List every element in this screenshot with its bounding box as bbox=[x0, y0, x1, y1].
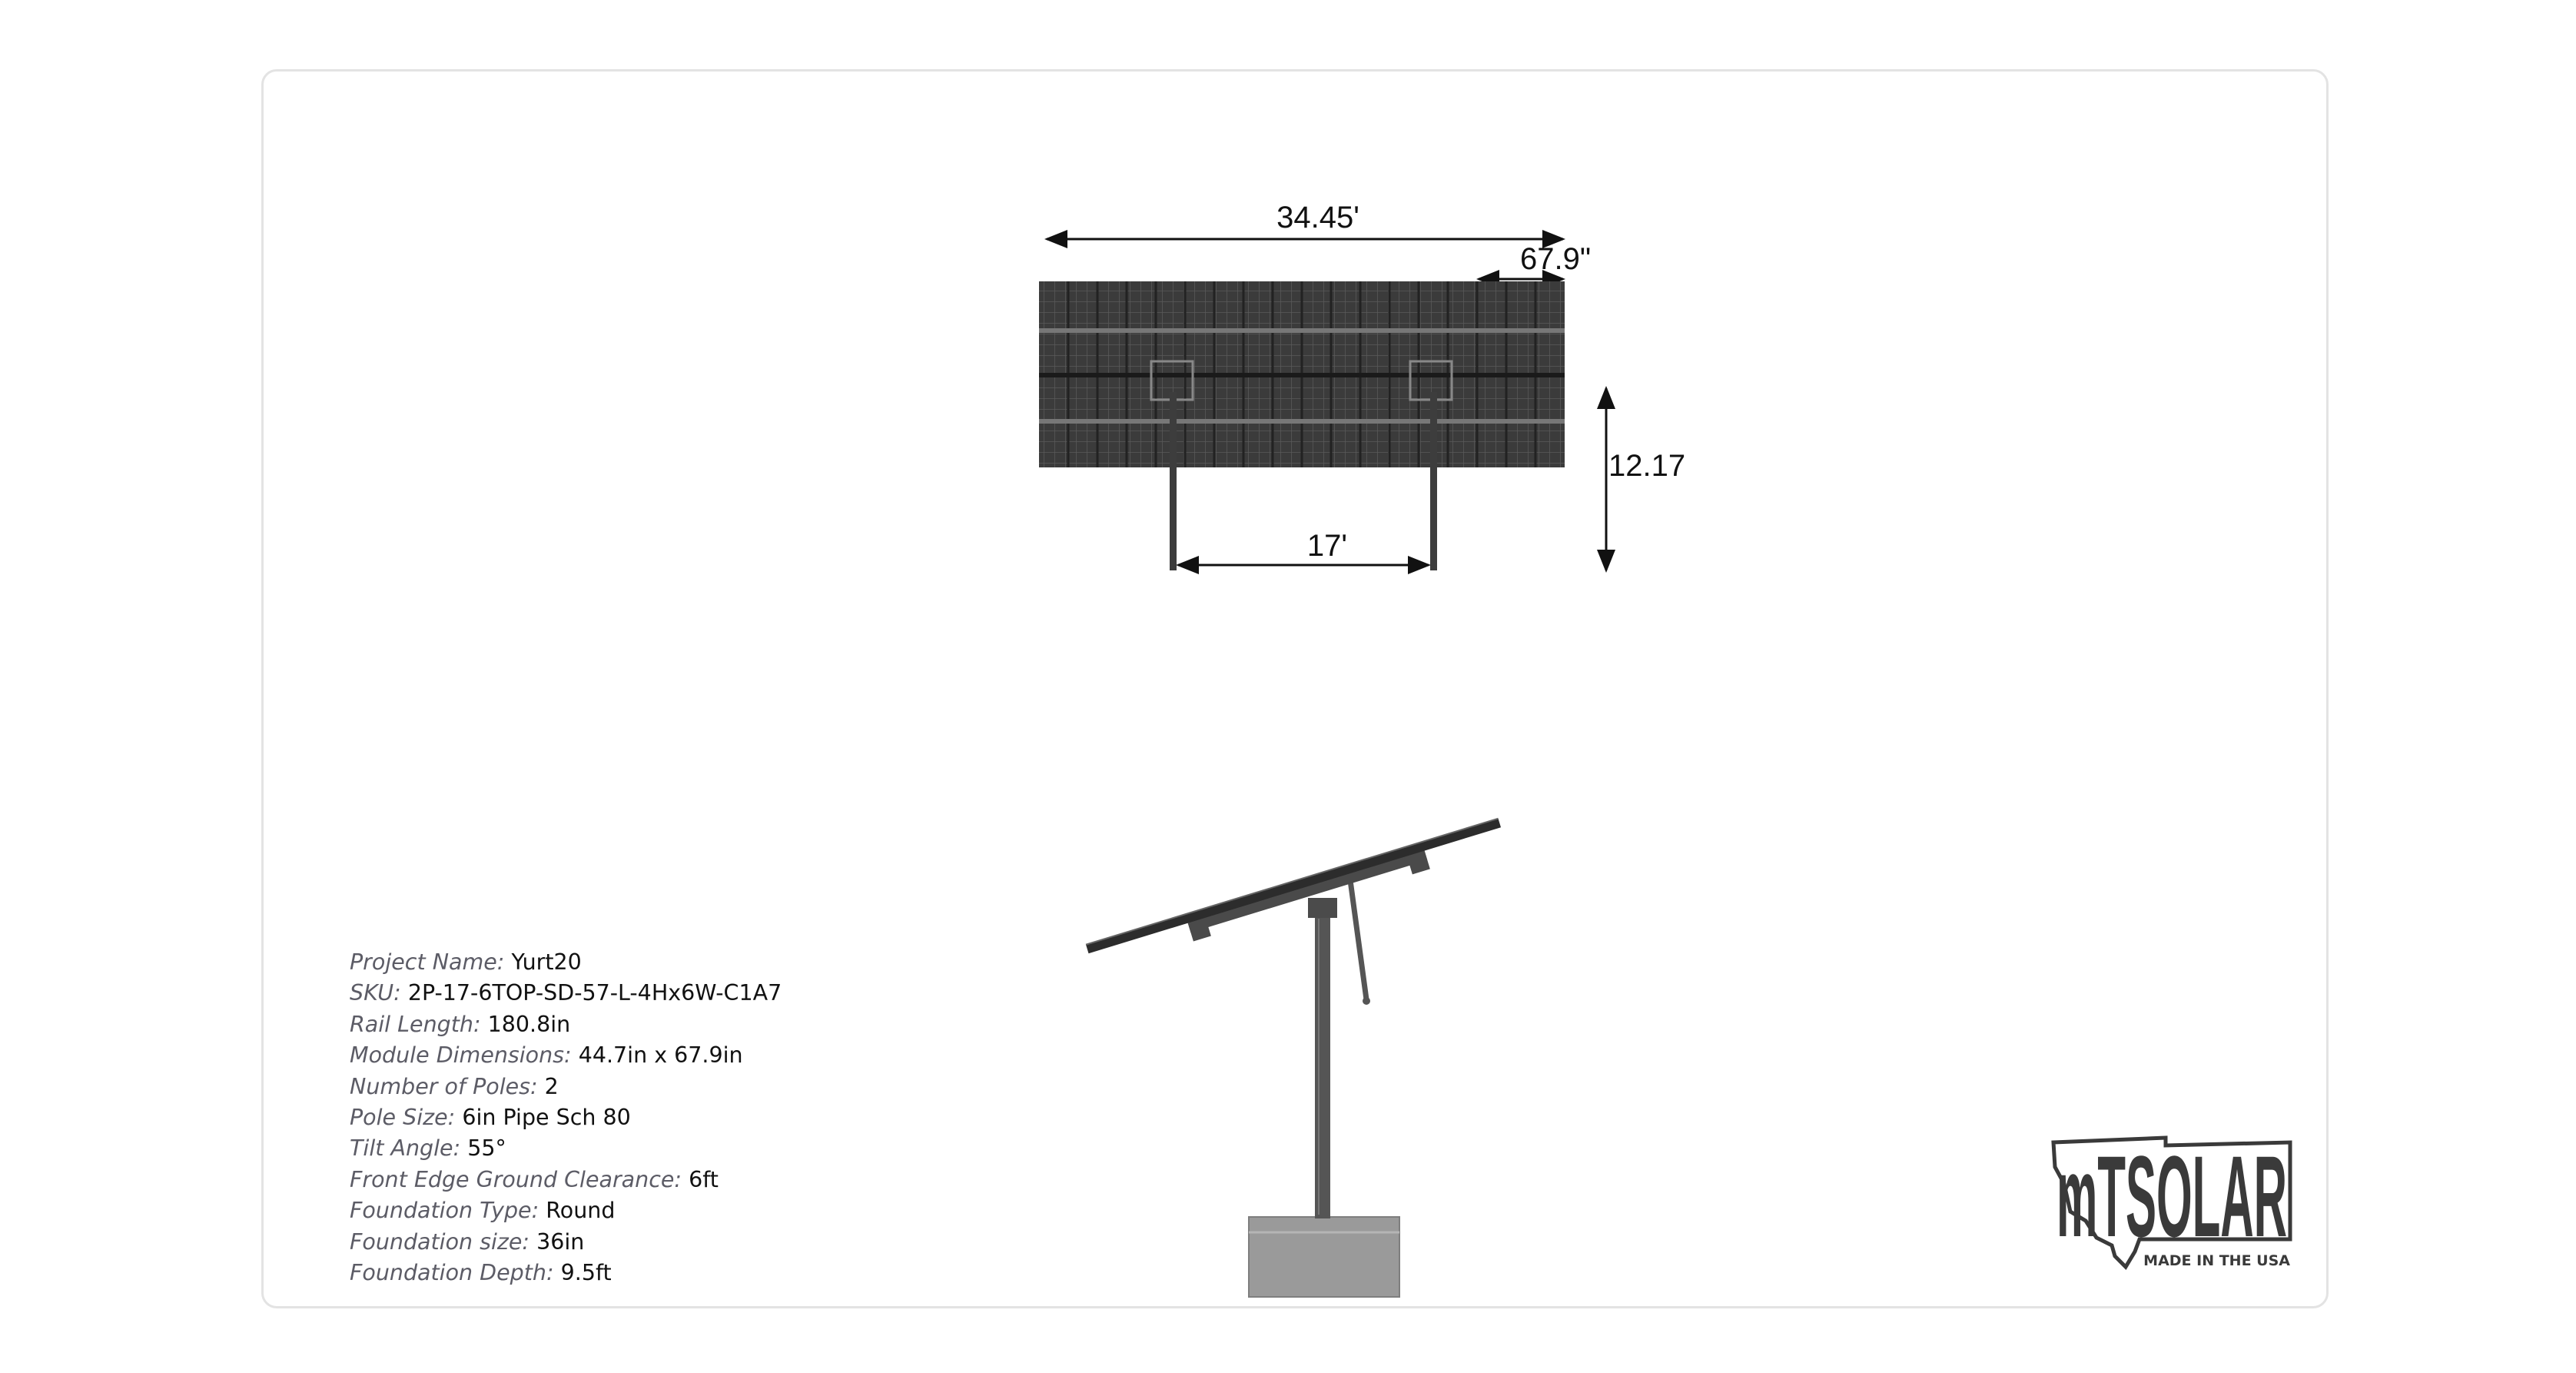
pole-spacing-label: 17' bbox=[1307, 529, 1347, 563]
spec-label: Rail Length: bbox=[350, 1011, 481, 1037]
spec-value: 9.5ft bbox=[560, 1260, 612, 1286]
spec-value: 2 bbox=[544, 1073, 559, 1099]
spec-value: 36in bbox=[536, 1228, 585, 1255]
spec-row: Foundation Type: Round bbox=[350, 1195, 782, 1226]
spec-value: 55° bbox=[467, 1135, 506, 1162]
spec-value: Yurt20 bbox=[511, 949, 582, 975]
spec-label: Foundation Depth: bbox=[350, 1260, 554, 1286]
spec-label: Pole Size: bbox=[350, 1105, 456, 1131]
height-label: 12.17 bbox=[1608, 449, 1685, 483]
spec-row: Rail Length: 180.8in bbox=[350, 1009, 782, 1040]
spec-row: Module Dimensions: 44.7in x 67.9in bbox=[350, 1040, 782, 1071]
spec-row: Number of Poles: 2 bbox=[350, 1072, 782, 1102]
spec-row: Pole Size: 6in Pipe Sch 80 bbox=[350, 1102, 782, 1133]
spec-label: SKU: bbox=[350, 980, 401, 1006]
spec-row: SKU: 2P-17-6TOP-SD-57-L-4Hx6W-C1A7 bbox=[350, 978, 782, 1009]
spec-label: Number of Poles: bbox=[350, 1073, 538, 1099]
spec-value: 6in Pipe Sch 80 bbox=[462, 1105, 631, 1131]
overall-width-dimension: 34.45' bbox=[1044, 201, 1565, 248]
spec-label: Foundation Type: bbox=[350, 1198, 539, 1224]
spec-row: Foundation Depth: 9.5ft bbox=[350, 1258, 782, 1288]
concrete-foundation bbox=[1248, 1216, 1400, 1298]
support-poles bbox=[1170, 392, 1437, 570]
overall-width-label: 34.45' bbox=[1276, 201, 1359, 234]
solar-panel-array bbox=[1039, 281, 1565, 467]
spec-row: Foundation size: 36in bbox=[350, 1227, 782, 1258]
spec-label: Front Edge Ground Clearance: bbox=[350, 1166, 682, 1192]
spec-label: Tilt Angle: bbox=[350, 1135, 461, 1162]
spec-value: Round bbox=[546, 1198, 616, 1224]
module-length-dimension: 67.9" bbox=[1476, 242, 1591, 288]
spec-row: Front Edge Ground Clearance: 6ft bbox=[350, 1165, 782, 1195]
module-length-label: 67.9" bbox=[1520, 242, 1591, 276]
logo-brand-text: mTSOLAR bbox=[2056, 1132, 2287, 1261]
spec-value: 2P-17-6TOP-SD-57-L-4Hx6W-C1A7 bbox=[407, 980, 782, 1006]
spec-row: Project Name: Yurt20 bbox=[350, 947, 782, 978]
mtsolar-logo: mTSOLAR MADE IN THE USA bbox=[2051, 1132, 2292, 1271]
pole-spacing-dimension: 17' bbox=[1176, 529, 1431, 574]
spec-label: Project Name: bbox=[350, 949, 505, 975]
spec-row: Tilt Angle: 55° bbox=[350, 1133, 782, 1164]
height-dimension: 12.17 bbox=[1597, 386, 1685, 573]
logo-tagline: MADE IN THE USA bbox=[2143, 1252, 2290, 1269]
spec-label: Foundation size: bbox=[350, 1228, 530, 1255]
spec-value: 180.8in bbox=[487, 1011, 571, 1037]
drawing-sheet bbox=[261, 69, 2329, 1308]
spec-value: 44.7in x 67.9in bbox=[578, 1042, 743, 1069]
side-view-tracker bbox=[1085, 817, 1502, 1298]
spec-label: Module Dimensions: bbox=[350, 1042, 572, 1069]
spec-value: 6ft bbox=[689, 1166, 719, 1192]
